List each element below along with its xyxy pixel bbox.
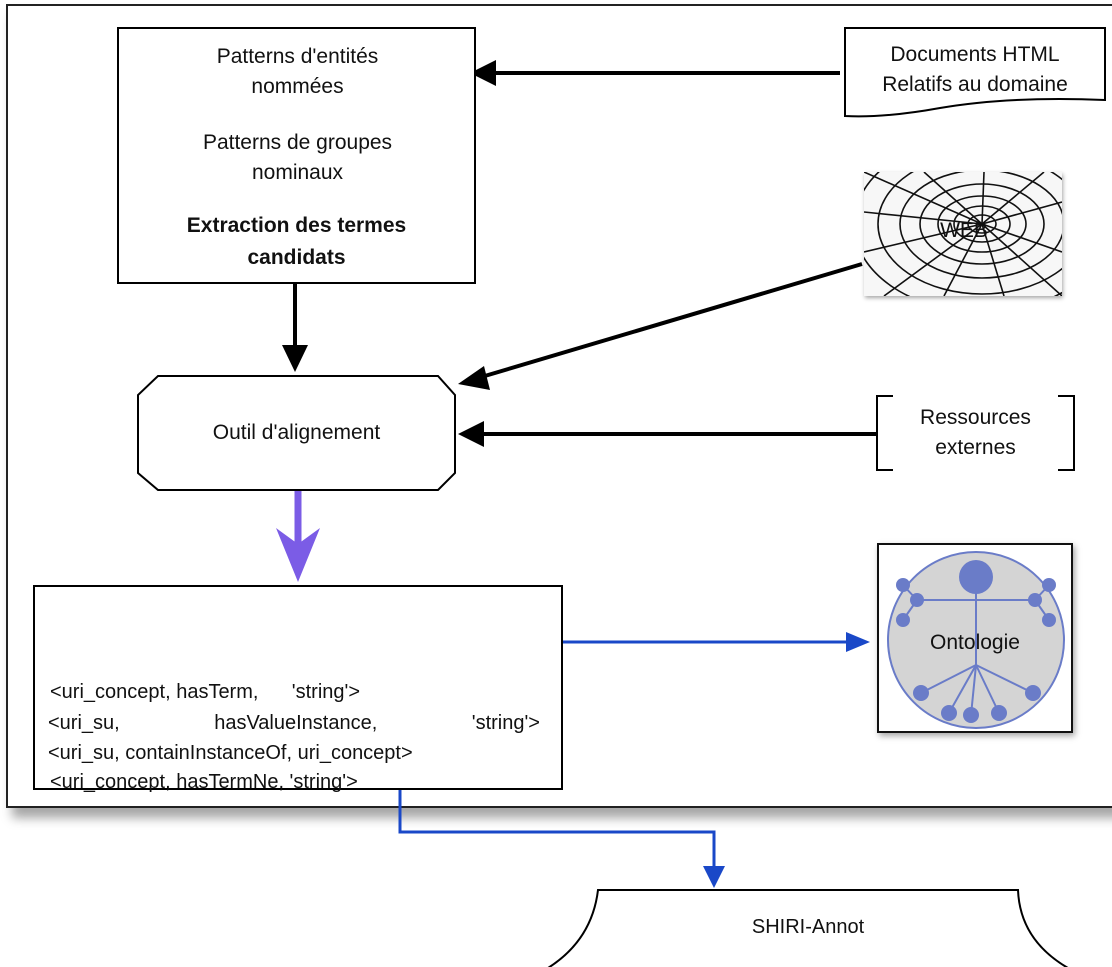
extraction-title: Extraction des termes candidats — [117, 210, 476, 274]
noun-group-patterns-label: Patterns de groupes nominaux — [127, 128, 468, 188]
triples-top-text: <uri_concept, hasTerm, 'string'> <uri_co… — [50, 617, 480, 857]
arrow-triples-to-annotation — [398, 775, 716, 872]
arrow-head — [282, 345, 308, 372]
web-label: WEB — [940, 219, 988, 242]
ontology-label: Ontologie — [930, 631, 1020, 654]
html-docs-label: Documents HTML Relatifs au domaine — [845, 40, 1105, 100]
arrow-head — [703, 866, 725, 888]
ontology-icon — [887, 551, 1065, 729]
arrow-head — [458, 366, 490, 390]
alignment-tool-shape — [137, 375, 456, 491]
external-resources-line1: Ressources — [920, 406, 1031, 429]
web-image: WEB — [864, 172, 1062, 296]
arrow-head — [276, 528, 320, 582]
extraction-box — [117, 27, 476, 284]
noun-group-patterns-line1: Patterns de groupes — [202, 131, 393, 154]
resources-bracket-left — [876, 395, 893, 471]
extraction-title-line2: candidats — [247, 246, 346, 269]
triple-part-object: 'string'> — [471, 712, 540, 734]
shiri-annot-shape — [547, 889, 1069, 967]
shiri-annot-label: SHIRI-Annot — [751, 916, 865, 938]
triple-part-subject: <uri_su, — [48, 712, 120, 734]
arrow-web-to-alignment — [477, 262, 863, 380]
alignment-tool-label: Outil d'alignement — [212, 421, 381, 444]
noun-group-patterns-line2: nominaux — [251, 161, 344, 184]
external-resources-label: Ressources externes — [877, 403, 1074, 463]
resources-bracket-right — [1058, 395, 1075, 471]
named-entity-patterns-line1: Patterns d'entités — [216, 45, 379, 68]
html-docs-shape — [844, 27, 1106, 118]
triples-box — [33, 585, 563, 790]
named-entity-patterns-line2: nommées — [251, 75, 344, 98]
html-docs-line1: Documents HTML — [890, 43, 1060, 66]
spider-web-icon — [864, 172, 1062, 296]
extraction-title-line1: Extraction des termes — [186, 214, 407, 237]
external-resources-line2: externes — [935, 436, 1016, 459]
ontology-box: Ontologie — [877, 543, 1073, 733]
arrow-head — [470, 60, 496, 86]
arrow-head — [846, 632, 870, 652]
html-docs-line2: Relatifs au domaine — [882, 73, 1068, 96]
named-entity-patterns-label: Patterns d'entités nommées — [127, 42, 468, 102]
triples-bottom-text: <uri_su, hasValueInstance, 'string'> <ur… — [48, 708, 548, 768]
triple-has-value-instance: <uri_su, hasValueInstance, 'string'> — [48, 708, 540, 738]
triple-part-predicate: hasValueInstance, — [214, 712, 378, 734]
triple-contain-instance-of: <uri_su, containInstanceOf, uri_concept> — [48, 742, 413, 764]
arrow-head — [458, 421, 484, 447]
triple-has-term: <uri_concept, hasTerm, 'string'> — [50, 681, 360, 703]
triple-has-term-ne: <uri_concept, hasTermNe, 'string'> — [50, 771, 358, 793]
